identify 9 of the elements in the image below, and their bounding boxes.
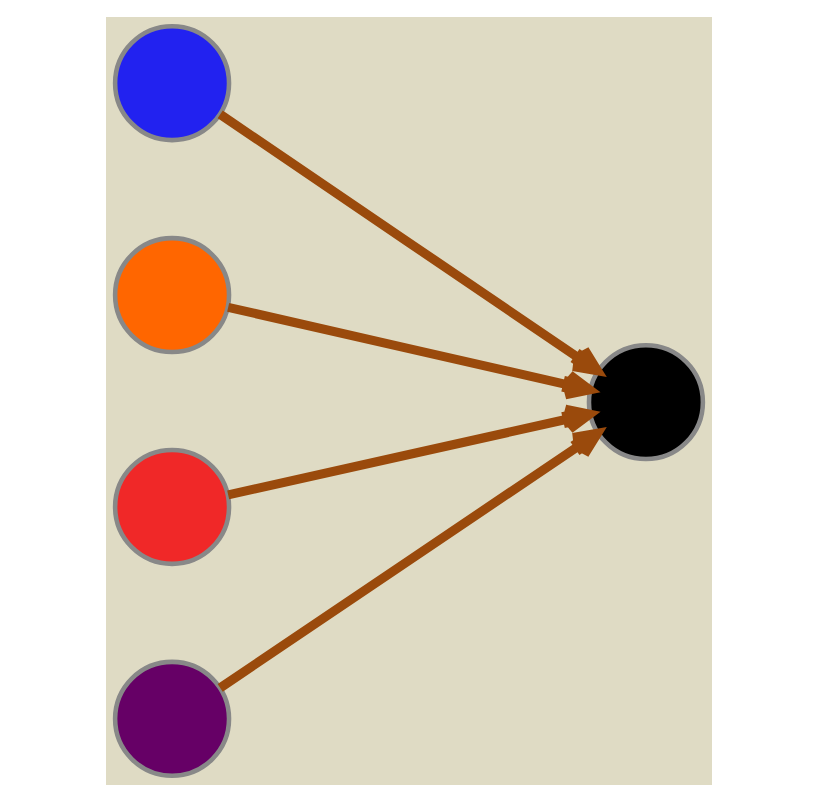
- arrow: [217, 428, 603, 692]
- node-circle: [586, 342, 706, 462]
- arrow: [227, 302, 595, 400]
- node-circle: [112, 23, 232, 143]
- arrow: [227, 404, 595, 500]
- node-circle: [112, 447, 232, 567]
- arrow: [217, 110, 603, 376]
- node-circle: [112, 235, 232, 355]
- node-circle: [112, 659, 232, 779]
